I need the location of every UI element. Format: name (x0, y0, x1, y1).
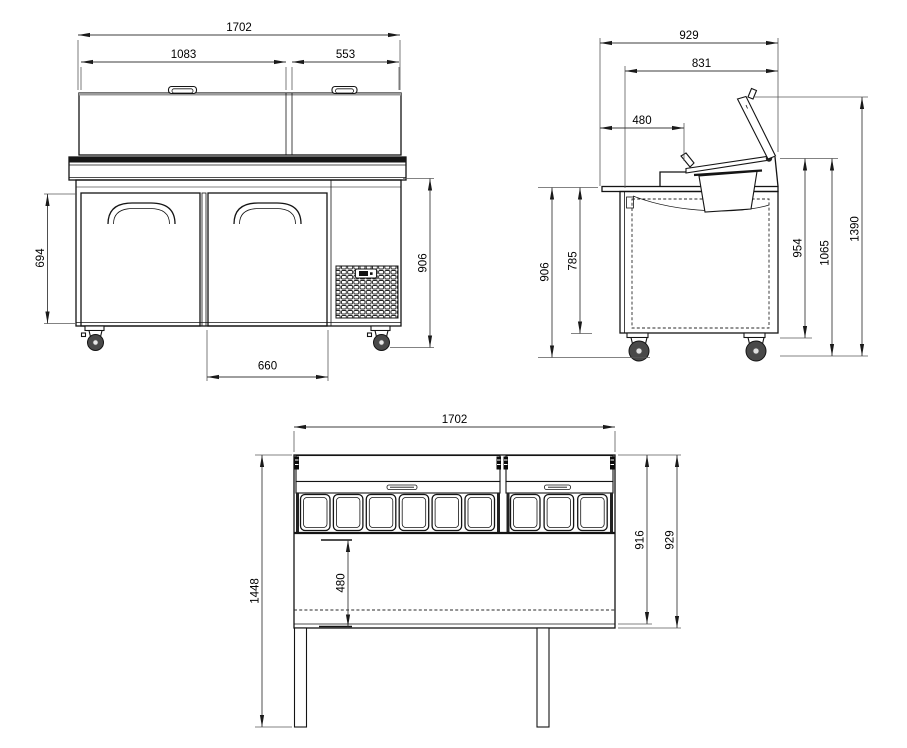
dim-label: 480 (336, 573, 348, 592)
dim-label: 1702 (226, 22, 252, 34)
dim-label: 553 (336, 49, 355, 61)
dim-side-worktop-front-depth: 480 (600, 115, 685, 161)
dim-plan-overall-width: 1702 (293, 414, 616, 452)
dim-front-door-height: 694 (35, 193, 77, 324)
dim-label: 1448 (250, 578, 262, 604)
door-right (207, 192, 328, 327)
dim-front-left-lid-width: 1083 (80, 49, 287, 90)
compressor-grille (335, 265, 399, 319)
dim-label: 916 (635, 530, 647, 549)
dim-plan-body-depth: 916 (618, 454, 681, 625)
dim-plan-worktop-depth: 480 (319, 539, 352, 628)
dim-side-worktop-height: 906 (538, 187, 650, 358)
dim-front-door-width: 660 (206, 330, 329, 381)
dim-label: 1702 (442, 414, 468, 426)
dim-label: 929 (665, 530, 677, 549)
side-door-dashed (631, 198, 770, 329)
handle-slot-right (544, 484, 571, 490)
side-view: 929 831 480 906 785 954 (538, 30, 868, 362)
gn-pans-right (509, 493, 608, 532)
dim-label: 954 (793, 238, 805, 258)
dim-label: 929 (679, 30, 698, 42)
handle-slot-left (386, 484, 418, 490)
worktop (68, 156, 407, 188)
caster-side-front (626, 332, 650, 362)
caster-front-left (80, 325, 105, 351)
power-switch (355, 268, 377, 279)
dim-plan-overall-depth: 929 (618, 455, 681, 629)
door-handle-left (107, 202, 176, 225)
dim-label: 906 (418, 253, 430, 272)
hinge-marks (294, 456, 615, 470)
front-view: 1702 1083 553 694 906 (35, 22, 434, 381)
door-handle-right (233, 202, 302, 225)
caster-side-rear (743, 332, 767, 362)
open-lid-handle (747, 87, 758, 100)
dim-plan-depth-doors-open: 1448 (250, 454, 292, 728)
dim-side-rail-top-height: 954 (780, 158, 838, 339)
pan-rail (659, 152, 779, 187)
door-left (80, 192, 201, 327)
dim-side-body-height: 785 (568, 187, 592, 334)
open-door-left (293, 627, 308, 728)
dim-side-overall-height-lid-open: 1390 (753, 96, 868, 356)
open-lid (736, 87, 777, 160)
dim-label: 694 (35, 248, 47, 268)
dim-side-overall-depth: 929 (599, 30, 779, 186)
lid-right (505, 454, 614, 494)
dim-label: 1083 (171, 49, 197, 61)
dim-front-worktop-height: 906 (390, 178, 434, 348)
dim-label: 1065 (820, 240, 832, 266)
dim-front-right-lid-width: 553 (291, 49, 400, 90)
hood-handle-left (167, 85, 198, 95)
gn-pan-side (693, 169, 763, 213)
dim-label: 831 (692, 58, 711, 70)
pan-row (294, 493, 615, 535)
side-body (619, 190, 779, 334)
gn-pans-left (299, 493, 496, 532)
lid-left (295, 454, 501, 494)
dim-label: 785 (568, 251, 580, 270)
dim-label: 906 (540, 262, 552, 281)
rail-lid-handle (680, 152, 695, 168)
dim-label: 1390 (850, 216, 862, 242)
plan-view: 1702 1448 480 916 929 (250, 414, 681, 728)
open-door-right (536, 627, 550, 728)
cabinet-body (75, 179, 402, 327)
dim-label: 660 (258, 361, 277, 373)
caster-front-right (366, 325, 391, 351)
hood (78, 92, 402, 156)
dim-side-overall-height-closed: 1065 (780, 158, 868, 357)
hood-handle-right (331, 85, 358, 95)
dim-label: 480 (632, 115, 651, 127)
dim-front-overall-width: 1702 (77, 22, 401, 90)
